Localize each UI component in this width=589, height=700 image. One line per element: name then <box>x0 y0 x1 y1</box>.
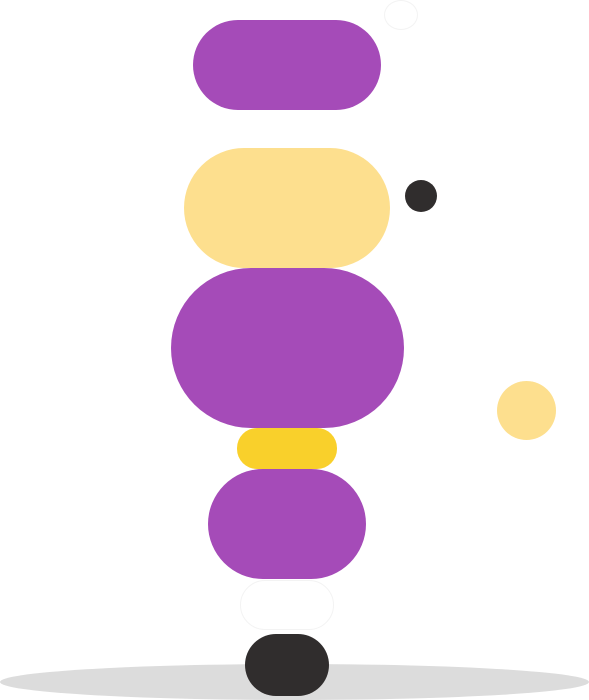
white-pill-gap-upper <box>220 110 354 148</box>
purple-pill-lower <box>208 469 366 579</box>
purple-pill-top <box>193 20 381 110</box>
peach-dot <box>497 381 556 440</box>
dark-pill-base <box>245 634 329 696</box>
peach-pill <box>184 148 390 268</box>
white-pill-gap-lower <box>240 580 334 630</box>
gold-pill-small <box>237 428 337 469</box>
white-circle-top <box>384 0 418 30</box>
dark-dot <box>405 180 437 212</box>
purple-pill-large <box>171 268 404 428</box>
